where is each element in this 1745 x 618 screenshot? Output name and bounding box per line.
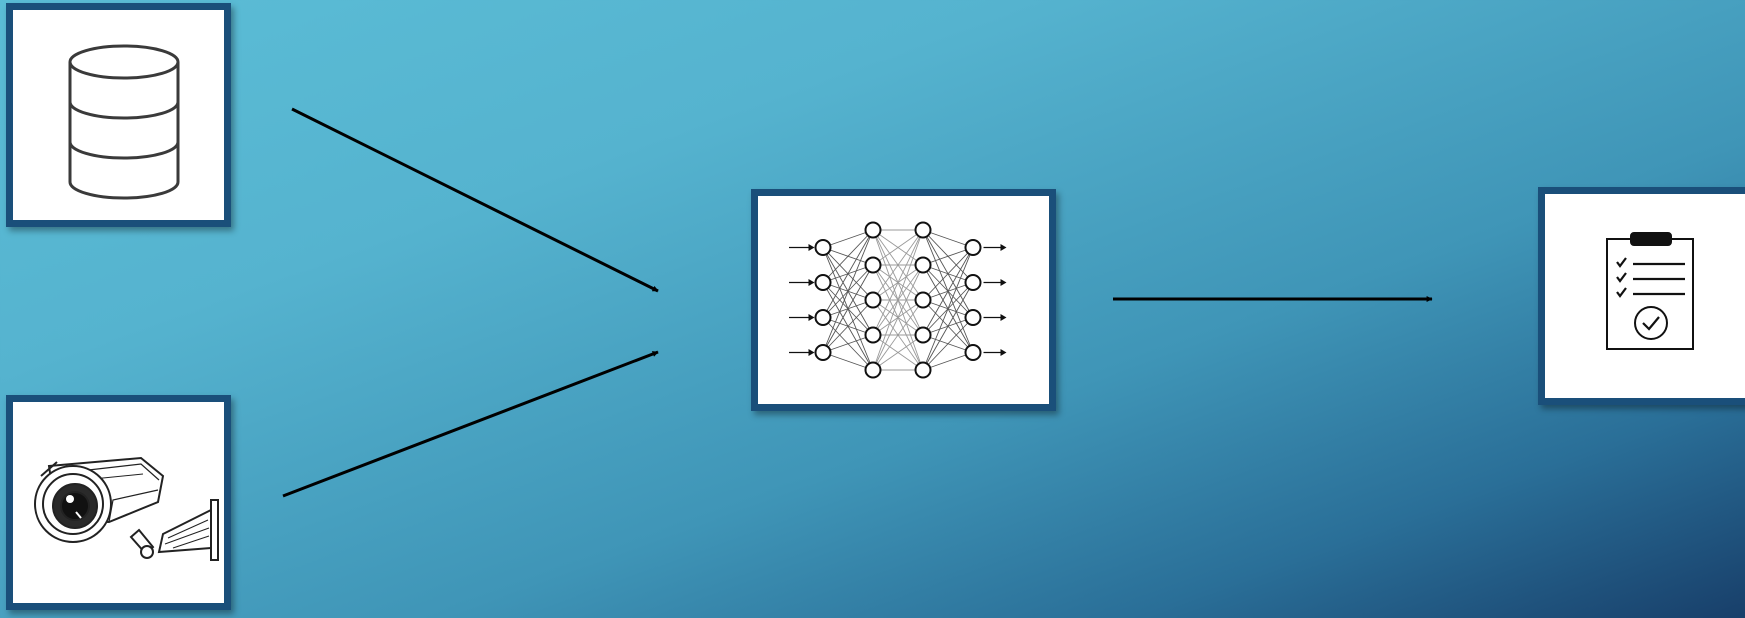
network-connection bbox=[872, 229, 924, 371]
network-neuron bbox=[814, 344, 832, 361]
arrow-database-to-model bbox=[291, 107, 659, 293]
network-connection bbox=[922, 247, 974, 301]
network-neuron bbox=[814, 239, 832, 256]
network-connection bbox=[872, 229, 924, 336]
output-box bbox=[1538, 187, 1745, 405]
network-neuron bbox=[914, 291, 932, 309]
data-source-box bbox=[6, 3, 231, 227]
network-connection bbox=[872, 229, 924, 266]
network-connection bbox=[822, 352, 874, 371]
network-io-arrowhead bbox=[808, 279, 815, 286]
network-connection bbox=[822, 229, 874, 318]
network-neuron bbox=[864, 326, 882, 344]
network-neuron bbox=[914, 361, 932, 379]
network-neuron bbox=[864, 221, 882, 239]
network-connection bbox=[822, 334, 874, 353]
network-neuron bbox=[914, 221, 932, 239]
neural-network-icon bbox=[789, 221, 1007, 379]
network-neuron bbox=[864, 361, 882, 379]
network-io-arrowhead bbox=[808, 244, 815, 251]
network-neuron bbox=[964, 239, 982, 256]
camera-source-box bbox=[6, 395, 231, 610]
network-connection bbox=[922, 352, 974, 371]
network-io-arrowhead bbox=[1000, 314, 1007, 321]
network-connection bbox=[922, 317, 974, 371]
network-neuron bbox=[964, 274, 982, 291]
network-connection bbox=[922, 229, 974, 248]
network-io-arrowhead bbox=[808, 314, 815, 321]
network-neuron bbox=[964, 344, 982, 361]
network-connection bbox=[822, 264, 874, 353]
network-neuron bbox=[864, 291, 882, 309]
network-connection bbox=[922, 247, 974, 336]
network-connection bbox=[822, 299, 874, 353]
network-neuron bbox=[864, 256, 882, 274]
network-io-arrowhead bbox=[808, 349, 815, 356]
network-connection bbox=[872, 334, 924, 371]
security-camera-icon bbox=[34, 456, 219, 561]
network-connection bbox=[872, 229, 924, 301]
network-io-arrowhead bbox=[1000, 279, 1007, 286]
network-neuron bbox=[814, 274, 832, 291]
network-neuron bbox=[914, 326, 932, 344]
network-connection bbox=[822, 229, 874, 353]
checklist-report-icon bbox=[1606, 232, 1694, 350]
network-connection bbox=[872, 264, 924, 371]
network-connection bbox=[822, 229, 874, 283]
network-connection bbox=[822, 229, 874, 248]
model-box bbox=[751, 189, 1056, 411]
network-connection bbox=[922, 282, 974, 371]
network-neuron bbox=[914, 256, 932, 274]
arrow-camera-to-model bbox=[282, 350, 659, 498]
database-icon bbox=[68, 44, 180, 200]
network-io-arrowhead bbox=[1000, 349, 1007, 356]
network-connection bbox=[872, 299, 924, 371]
network-neuron bbox=[814, 309, 832, 326]
network-connection bbox=[922, 247, 974, 371]
network-io-arrowhead bbox=[1000, 244, 1007, 251]
network-connection bbox=[922, 247, 974, 266]
network-neuron bbox=[964, 309, 982, 326]
